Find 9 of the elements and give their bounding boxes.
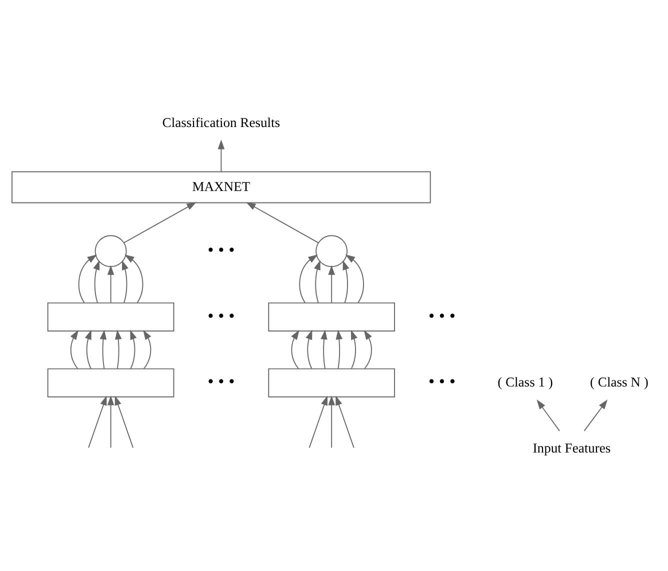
label: • • •: [208, 238, 235, 259]
node-text: Input Features: [532, 440, 611, 455]
node-text: ( Class 1 ): [498, 374, 553, 389]
label: • • •: [208, 304, 235, 325]
label: • • •: [208, 370, 235, 391]
label: • • •: [428, 304, 456, 325]
node-text: ( Class N ): [590, 374, 648, 389]
label: • • •: [428, 370, 456, 391]
node-text: Classification Results: [162, 114, 280, 130]
